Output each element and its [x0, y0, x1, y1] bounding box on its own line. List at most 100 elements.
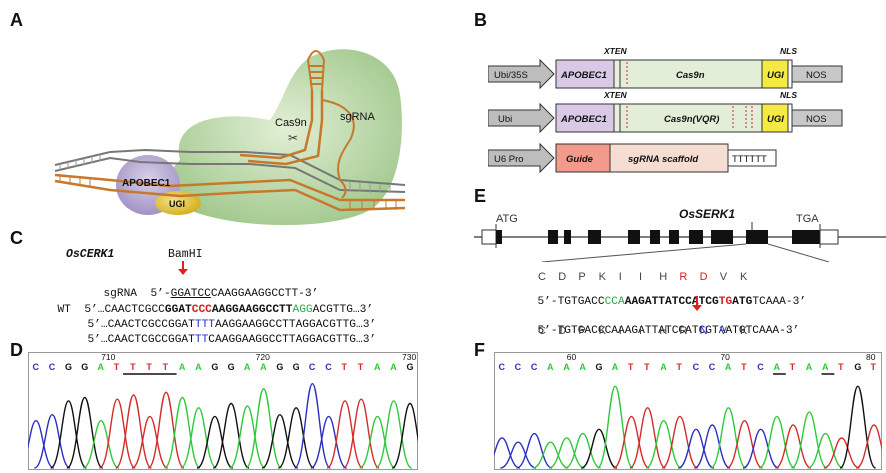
trace-peak	[596, 385, 634, 469]
xten-label-1: XTEN	[603, 46, 628, 56]
sgrna-row-label: sgRNA	[103, 288, 138, 300]
serk1-wt-seg-1: 5’-TGTGACC	[537, 296, 605, 308]
trace-peak	[661, 415, 699, 469]
promoter-arrow-1	[488, 58, 555, 90]
bamhi-site: GGATCC	[170, 288, 211, 300]
wt-row-label: WT	[57, 304, 71, 316]
promoter-arrow-3	[488, 142, 555, 174]
trace-peak	[164, 396, 201, 469]
wt-pam: AGG	[292, 304, 313, 316]
trace-peak	[147, 391, 185, 469]
promoter-label-3: U6 Pro	[494, 154, 524, 165]
serk1-wt-seg-6: TCAAA-3’	[752, 296, 807, 308]
amino-acid: R	[679, 271, 687, 283]
trace-peak	[342, 398, 380, 469]
construct-row-2: Ubi APOBEC1 XTEN Cas9n(VQR) UGI NLS NOS	[488, 90, 843, 134]
m2-seg-3: CAAGGAAGGCCTTAGGACGTTG…3’	[208, 334, 377, 346]
trace-peak	[758, 415, 796, 469]
trace-peak	[293, 383, 331, 469]
promoter-label-2: Ubi	[498, 114, 512, 125]
m2-edit: TT	[194, 334, 209, 346]
trace-peak	[532, 441, 569, 469]
base-call: T	[644, 362, 650, 372]
panel-e-label: E	[474, 186, 487, 206]
sgrna-rest: CAAGGAAGGCCTT-3’	[210, 288, 319, 300]
trace-peak	[131, 415, 169, 469]
amino-acid: I	[619, 325, 622, 337]
nls-label-1: NLS	[780, 46, 797, 56]
trace-peak	[375, 400, 412, 469]
cas9n-label: Cas9n	[275, 117, 307, 129]
panel-f-label: F	[474, 340, 485, 360]
trace-peak	[277, 407, 315, 469]
trace-peak	[678, 428, 715, 469]
trace-peak	[775, 424, 812, 469]
base-call: T	[871, 362, 877, 372]
base-call: A	[179, 362, 186, 372]
ugi-label-1: UGI	[767, 70, 784, 81]
base-call: G	[293, 362, 300, 372]
trace-peak	[115, 394, 152, 469]
trace-peak	[629, 407, 666, 469]
bamhi-arrow	[178, 261, 188, 275]
amino-acid: P	[578, 325, 585, 337]
trace-peak	[99, 398, 136, 469]
panel-b-label: B	[474, 10, 487, 30]
trace-peak	[613, 415, 650, 469]
base-call: C	[757, 362, 764, 372]
trace-peak	[212, 402, 250, 469]
base-call: A	[547, 362, 554, 372]
serk1-wt-pam: CCA	[604, 296, 625, 308]
base-call: T	[676, 362, 682, 372]
trace-peak	[839, 385, 877, 469]
position-tick: 730	[402, 352, 416, 362]
amino-acid: D	[700, 271, 708, 283]
serk1-mut-line: 5’-TGTGACCCAAAGATTATCCATCGTAATGTCAAA-3’	[524, 312, 799, 338]
trace-peak	[710, 407, 747, 469]
guide-box	[555, 143, 611, 173]
trace-peak	[580, 428, 618, 469]
serk1-wt-seg-5: ATG	[732, 296, 753, 308]
serk1-mut-seg-1: 5’-TGTGACCCAAAGATTATCCATCGT	[537, 325, 719, 337]
trace-peak	[326, 400, 364, 469]
panel-d-label: D	[10, 340, 23, 360]
amino-acid: K	[740, 271, 748, 283]
base-call: G	[81, 362, 88, 372]
cas9n-shape	[167, 49, 402, 225]
trace-peak	[500, 441, 537, 469]
apobec1-label-2: APOBEC1	[560, 114, 607, 125]
trace-peak	[855, 424, 882, 469]
serk1-mut-seg-3: ATGTCAAA-3’	[725, 325, 800, 337]
construct-row-1: Ubi/35S APOBEC1 XTEN Cas9n UGI NLS NOS	[488, 46, 843, 90]
base-call: A	[563, 362, 570, 372]
amino-acid: I	[639, 325, 642, 337]
ugi-box-1	[761, 59, 789, 89]
amino-acid: K	[599, 325, 607, 337]
base-call: T	[146, 362, 152, 372]
amino-acid: D	[558, 325, 566, 337]
base-call: C	[309, 362, 316, 372]
trace-peak	[180, 407, 217, 469]
serk1-wt-edit: TG	[718, 296, 733, 308]
trace-peak	[50, 400, 87, 469]
bamhi-label: BamHI	[168, 248, 203, 261]
panel-a-diagram: ✂ Cas9n sgRNA APOBEC1 UGI	[54, 49, 406, 225]
ugi-box-2	[761, 103, 789, 133]
m2-seg-1: 5’…CAACTCGCCGGAT	[87, 334, 195, 346]
base-call: A	[374, 362, 381, 372]
ossierk1-gene-name: OsSERK1	[679, 207, 735, 221]
base-call: T	[130, 362, 136, 372]
trace-peak	[28, 419, 55, 469]
sgrna-seq-line: sgRNA 5’-GGATCCCAAGGAAGGCCTT-3’	[90, 275, 318, 301]
oscerk1-gene-name: OsCERK1	[66, 248, 115, 261]
base-call: A	[806, 362, 813, 372]
dna-nontarget-strand	[54, 148, 406, 193]
trace-peak	[807, 432, 844, 469]
guide-label: Guide	[566, 154, 594, 165]
base-call: T	[114, 362, 120, 372]
trace-peak	[645, 419, 682, 469]
base-call: G	[228, 362, 235, 372]
